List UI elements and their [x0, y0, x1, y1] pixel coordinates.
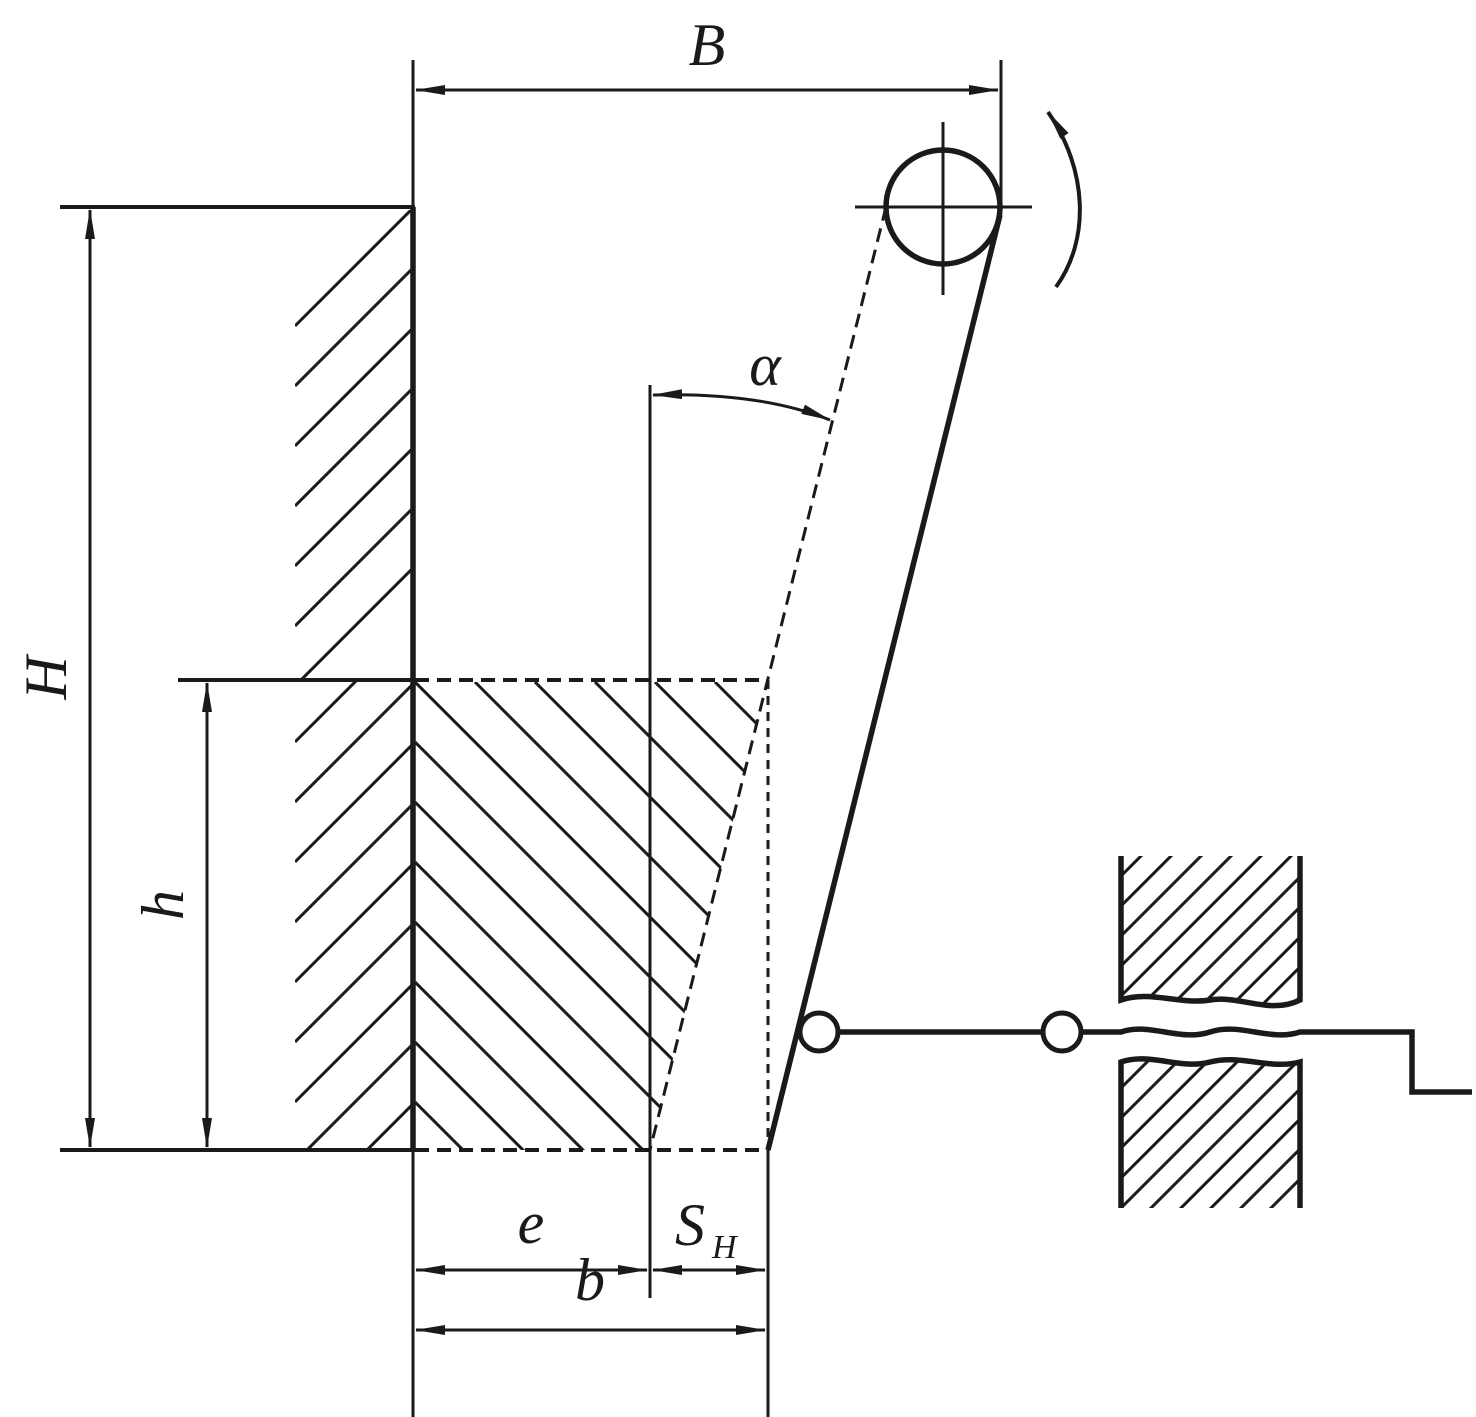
rod-wavy-break: [1081, 1026, 1472, 1095]
hinge-joint-icon: [797, 1010, 841, 1054]
label-H: H: [13, 653, 79, 701]
anchor-block-bottom: [1118, 1056, 1303, 1208]
label-alpha: α: [749, 332, 782, 398]
wall-lower-hatching: [295, 682, 413, 1150]
label-b: b: [575, 1247, 605, 1313]
label-h: h: [130, 890, 196, 920]
anchor-block-bottom-hatching: [1121, 1058, 1300, 1208]
rotation-arrow-icon: [1046, 110, 1082, 289]
label-B: B: [689, 12, 726, 78]
rod-joint-icon: [1040, 1010, 1084, 1054]
label-e: e: [518, 1190, 545, 1256]
inclined-member: [765, 214, 1003, 1151]
angle-alpha-arc: [652, 389, 831, 422]
wall-upper-hatching: [295, 210, 413, 680]
excavated-soil-hatching: [415, 682, 768, 1150]
label-S: S: [675, 1192, 705, 1258]
label-S-subscript: H: [711, 1229, 739, 1266]
anchor-block-top: [1118, 856, 1303, 1009]
initial-slope-dashed: [648, 206, 888, 1151]
